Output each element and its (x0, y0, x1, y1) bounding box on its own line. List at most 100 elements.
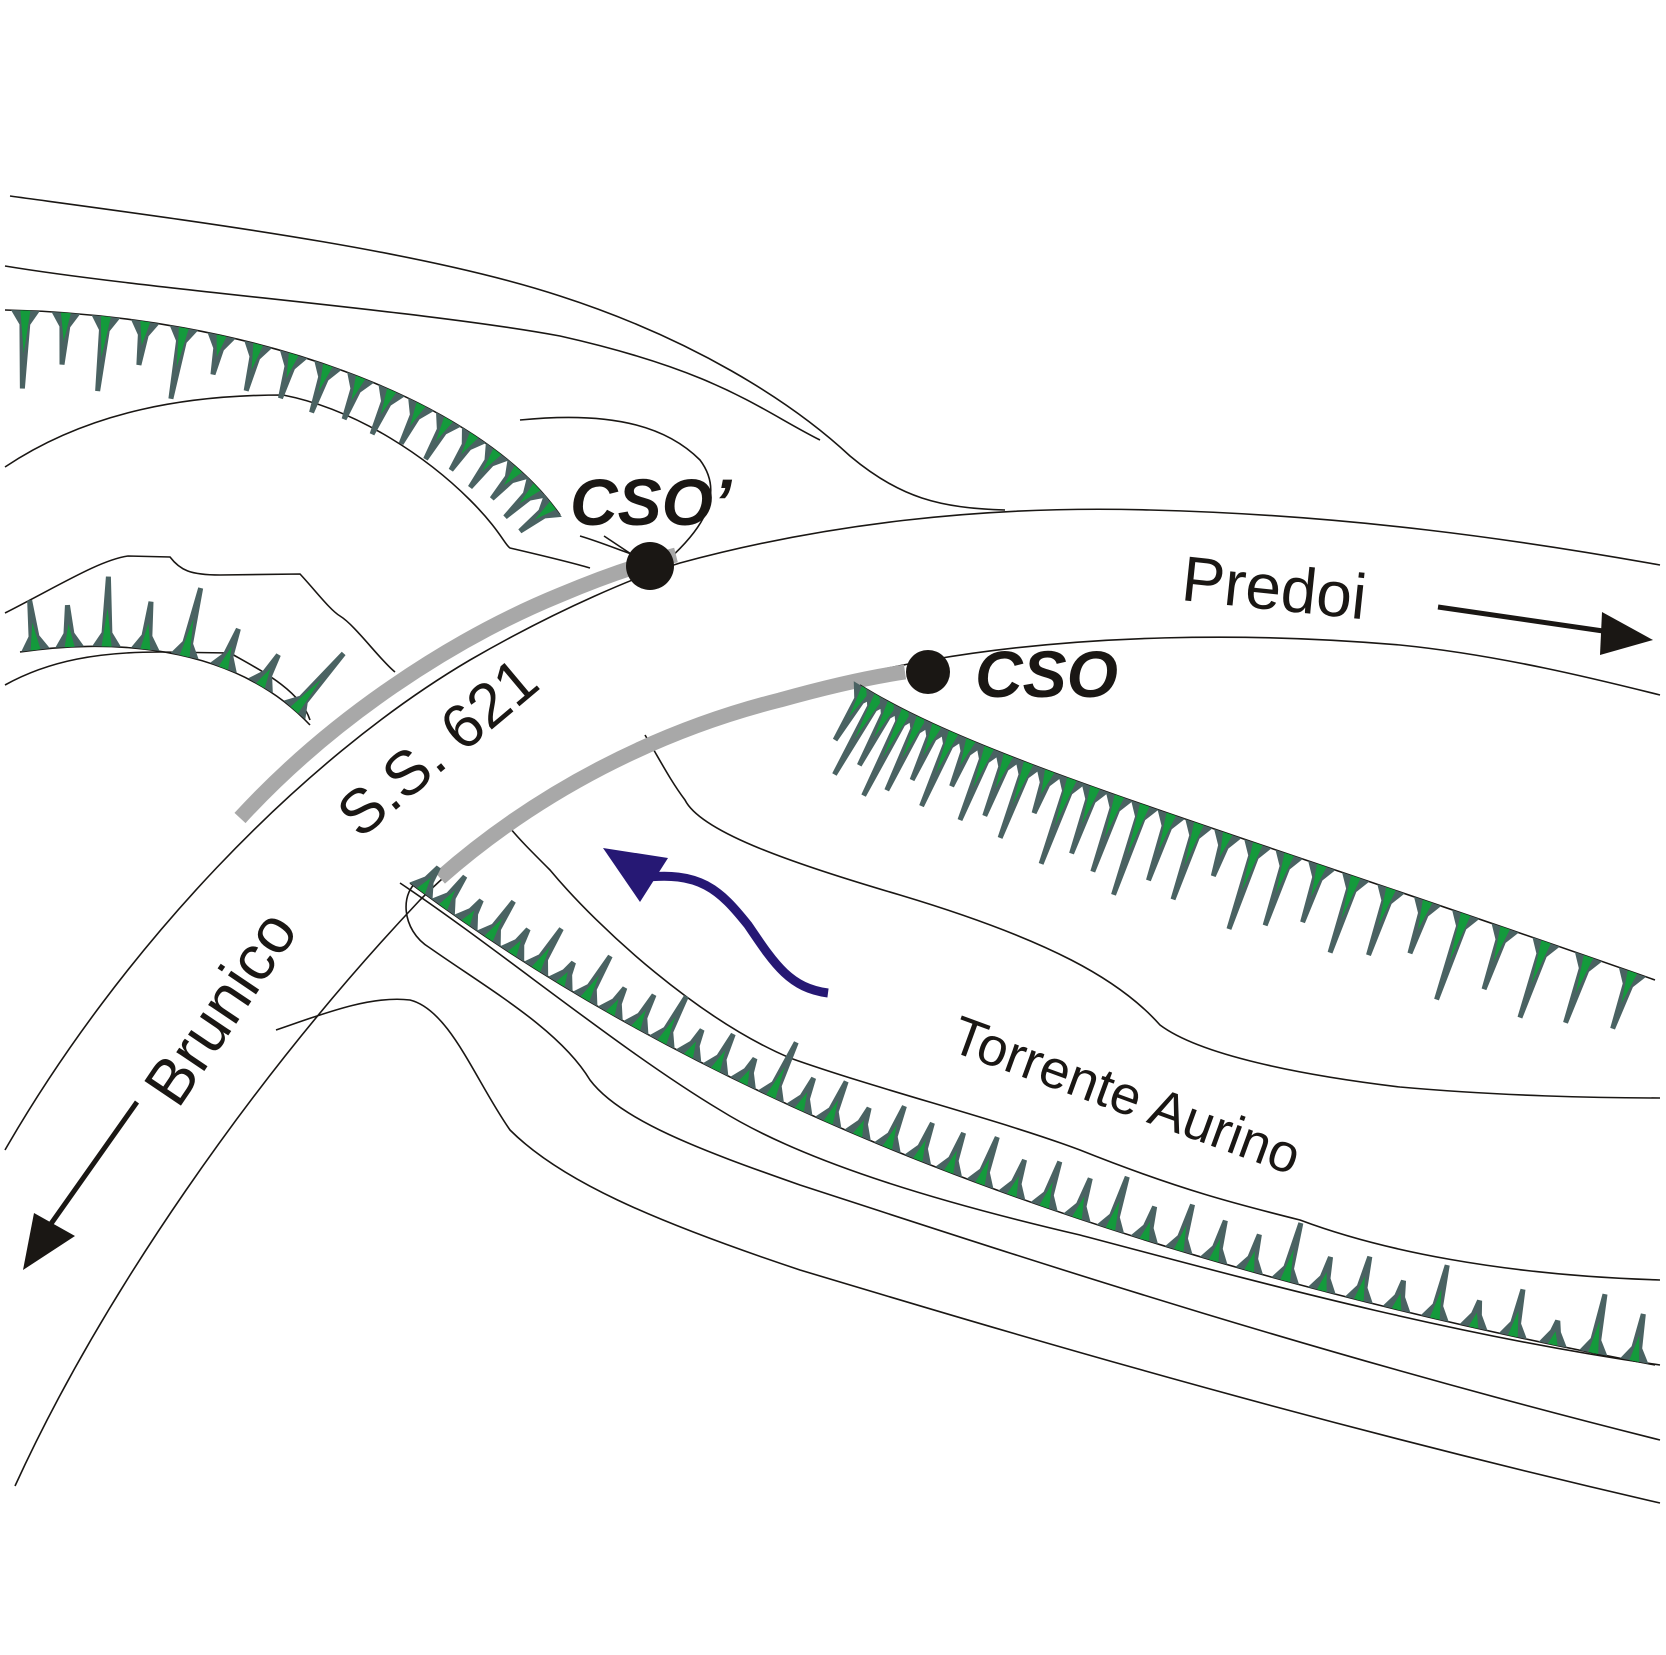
scarp-tooth-icon (21, 599, 50, 652)
contour-line (9, 195, 1006, 511)
scarp-tooth-icon (10, 310, 40, 389)
scarp-tooth-icon (1517, 937, 1560, 1019)
scarp-tooth-icon (369, 384, 405, 436)
scarp-tooth-icon (904, 1121, 935, 1166)
road-edge-north (4, 508, 1661, 1151)
contour-line (509, 827, 1661, 1281)
contour-line (644, 734, 1661, 1099)
scarp-tooth-core (1012, 761, 1034, 805)
scarp-tooth-icon (1300, 860, 1336, 924)
scarp-tooth-icon (1382, 1279, 1411, 1313)
label-river: Torrente Aurino (944, 1005, 1309, 1187)
scarp-tooth-icon (1481, 923, 1519, 991)
scarp-tooth-icon (1262, 849, 1303, 927)
scarp-tooth-icon (786, 1076, 817, 1116)
scarp-tooth-core (1417, 899, 1433, 931)
scarp-tooth-core (534, 501, 557, 520)
scarp-tooth-core (1241, 842, 1263, 891)
scarp-tooth-core (256, 668, 271, 689)
scarp-tooth-icon (861, 704, 920, 797)
scarp-tooth-icon (832, 689, 892, 776)
arrow-right-icon (1600, 612, 1653, 655)
scarp-tooth-icon (702, 1032, 736, 1077)
scarp-tooth-core (975, 1158, 990, 1186)
scarp-tooth-icon (814, 1080, 849, 1129)
scarp-tooth-core (1104, 794, 1125, 838)
scarp-tooth-core (176, 327, 189, 367)
scarp-tooth-core (794, 1092, 808, 1112)
scarp-tooth-icon (1563, 952, 1603, 1024)
scarp-tooth-icon (623, 993, 657, 1035)
scarp-tooth-core (923, 723, 942, 756)
scarp-tooth-core (1391, 1293, 1402, 1311)
scarp-tooth-core (1041, 769, 1055, 795)
scarp-tooth-icon (1210, 828, 1242, 878)
scarp-tooth-core (1173, 1225, 1187, 1252)
label-brunico: Brunico (130, 898, 311, 1118)
scarp-tooth-icon (844, 1106, 872, 1141)
scarp-tooth-core (1316, 1271, 1327, 1292)
scarp-tooth-icon (243, 340, 273, 392)
contour-line (4, 555, 396, 673)
arrow-to-predoi (1437, 604, 1653, 655)
scarp-tooth-core (351, 375, 366, 401)
arrow-brunico-shaft (45, 1100, 140, 1230)
scarp-tooth-core (1531, 940, 1551, 984)
scarp-tooth-icon (1579, 1293, 1608, 1356)
scarp-tooth-icon (1038, 774, 1086, 865)
scarp-tooth-icon (909, 719, 951, 782)
scarp-tooth-core (995, 753, 1014, 789)
scarp-tooth-core (439, 890, 456, 911)
scarp-tooth-core (913, 1139, 926, 1162)
scarp-tooth-core (849, 686, 871, 717)
scarp-tooth-core (631, 1009, 646, 1031)
scarp-tooth-icon (91, 315, 121, 392)
scarp-tooth-core (1280, 1249, 1294, 1283)
scarp-tooth-icon (1344, 1255, 1373, 1304)
scarp-symbols (4, 309, 1656, 1366)
flow-arrow-head-icon (603, 848, 668, 902)
scarp-east-line (859, 684, 1656, 981)
scarp-tooth-core (435, 416, 453, 442)
scarp-tooth-core (580, 975, 599, 1002)
scarp-tooth-icon (92, 576, 121, 647)
scarp-tooth-core (1039, 1181, 1053, 1209)
scarp-tooth-icon (1226, 839, 1272, 930)
scarp-tooth-core (1629, 1335, 1640, 1362)
scarp-tooth-icon (1031, 766, 1064, 815)
scarp-tooth-icon (935, 1131, 966, 1178)
scarp-tooth-icon (1146, 809, 1185, 882)
scarp-tooth-icon (757, 1041, 799, 1103)
scarp-tooth-icon (1130, 1205, 1159, 1245)
arrow-to-brunico (23, 1100, 140, 1270)
scarp-tooth-core (738, 1069, 750, 1086)
point-marker-cso[interactable] (906, 650, 950, 694)
scarp-tooth-core (416, 877, 431, 895)
point-marker-cso-prime[interactable] (626, 542, 674, 590)
scarp-tooth-icon (278, 350, 308, 400)
scarp-tooth-icon (448, 427, 486, 472)
scarp-tooth-core (20, 310, 31, 354)
scarp-tooth-core (973, 745, 994, 788)
scarp-tooth-icon (1620, 1313, 1649, 1364)
scarp-tooth-core (823, 1099, 839, 1125)
scarp-tooth-core (943, 1150, 957, 1174)
scarp-tooth-core (60, 312, 71, 342)
scarp-tooth-core (657, 1016, 676, 1045)
scarp-tooth-icon (168, 325, 198, 400)
scarp-tooth-icon (957, 742, 1003, 822)
label-predoi: Predoi (1179, 542, 1371, 633)
scarp-tooth-icon (1170, 819, 1213, 901)
scarp-tooth-icon (1459, 1299, 1488, 1331)
scarp-tooth-core (461, 910, 475, 926)
scarp-tooth-core (1621, 970, 1638, 1004)
scarp-tooth-core (1341, 875, 1361, 919)
scarp-tooth-icon (476, 899, 516, 947)
scarp-south-line (409, 882, 1656, 1366)
scarp-tooth-icon (207, 332, 236, 376)
scarp-tooth-icon (1199, 1219, 1228, 1265)
scarp-tooth-core (1354, 1276, 1365, 1302)
scarp-tooth-icon (884, 711, 935, 792)
scarp-tooth-icon (431, 874, 468, 916)
scarp-tooth-core (1588, 1320, 1600, 1354)
